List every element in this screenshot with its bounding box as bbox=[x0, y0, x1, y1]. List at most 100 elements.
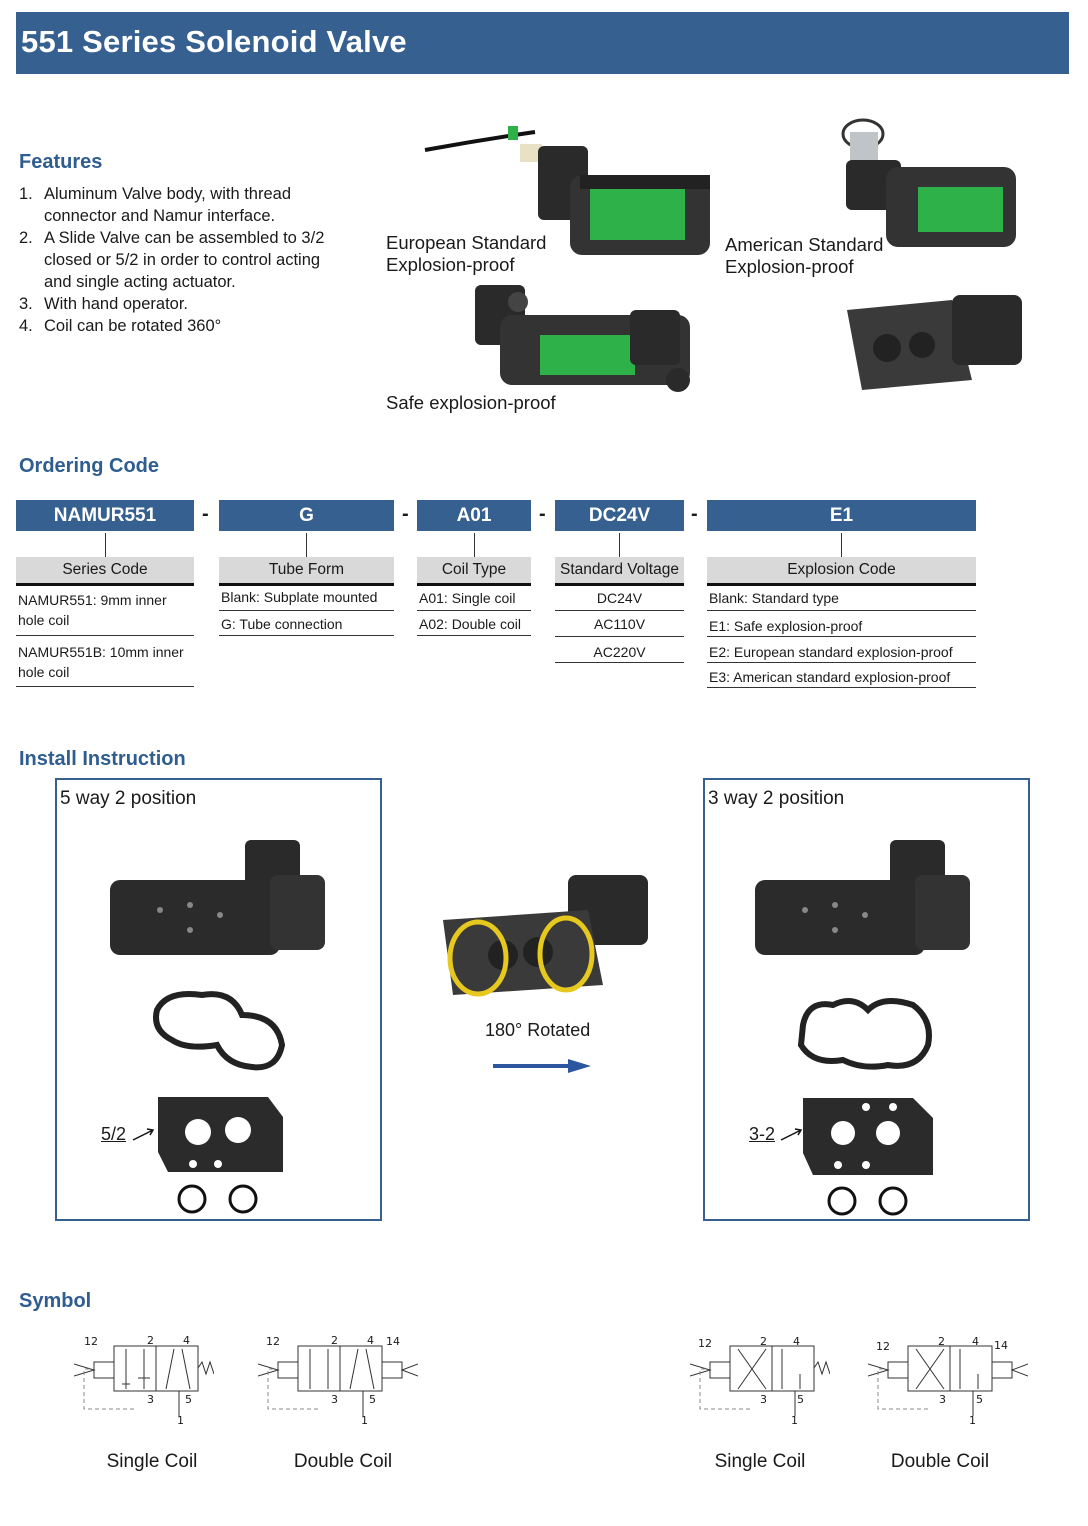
port-label: 2 bbox=[938, 1335, 945, 1348]
column-cell: Blank: Subplate mounted bbox=[219, 586, 394, 611]
code-tube: G bbox=[219, 500, 394, 531]
port-label: 12 bbox=[876, 1340, 890, 1353]
port-label: 2 bbox=[760, 1335, 767, 1348]
column-header: Tube Form bbox=[219, 557, 394, 586]
port-label: 5 bbox=[369, 1393, 376, 1406]
valve-underside-image bbox=[847, 295, 1022, 390]
code-explosion: E1 bbox=[707, 500, 976, 531]
tube-form-column: Tube Form Blank: Subplate mounted G: Tub… bbox=[219, 557, 394, 636]
port-label: 1 bbox=[969, 1414, 976, 1427]
symbol-caption: Single Coil bbox=[714, 1451, 806, 1472]
port-label: 1 bbox=[791, 1414, 798, 1427]
symbol-caption: Double Coil bbox=[890, 1451, 990, 1472]
features-heading: Features bbox=[19, 151, 103, 173]
column-cell: E2: European standard explosion-proof bbox=[707, 637, 976, 663]
code-separator: - bbox=[202, 503, 209, 525]
plate-label: 3-2 bbox=[749, 1124, 776, 1144]
port-label: 3 bbox=[331, 1393, 338, 1406]
port-label: 2 bbox=[147, 1334, 154, 1347]
code-series: NAMUR551 bbox=[16, 500, 194, 531]
code-separator: - bbox=[402, 503, 409, 525]
slide-plate-image bbox=[803, 1098, 933, 1175]
port-label: 5 bbox=[797, 1393, 804, 1406]
gasket-image bbox=[797, 998, 932, 1070]
column-cell: NAMUR551: 9mm inner hole coil bbox=[16, 586, 194, 636]
code-separator: - bbox=[691, 503, 698, 525]
title-bar: 551 Series Solenoid Valve bbox=[16, 12, 1069, 74]
column-cell: A01: Single coil bbox=[417, 586, 531, 611]
connector-line bbox=[619, 533, 620, 557]
valve-body-image bbox=[755, 840, 970, 955]
port-label: 14 bbox=[386, 1335, 400, 1348]
port-label: 12 bbox=[84, 1335, 98, 1348]
feature-item: 1.Aluminum Valve body, with thread conne… bbox=[19, 185, 292, 225]
safe-valve-image bbox=[475, 285, 690, 392]
panel-3-way: 3 way 2 position 3-2 bbox=[703, 778, 1030, 1221]
explosion-code-column: Explosion Code Blank: Standard type E1: … bbox=[707, 557, 976, 688]
o-rings-image bbox=[827, 1186, 908, 1216]
gasket-image bbox=[153, 991, 286, 1071]
port-label: 1 bbox=[361, 1414, 368, 1427]
rotated-caption: 180° Rotated bbox=[485, 1020, 591, 1040]
symbol-5-2-double-coil bbox=[258, 1345, 418, 1416]
symbol-caption: Single Coil bbox=[106, 1451, 198, 1472]
code-separator: - bbox=[539, 503, 546, 525]
rotated-valve-image bbox=[443, 875, 648, 997]
panel-title: 3 way 2 position bbox=[708, 788, 845, 809]
column-cell: AC220V bbox=[555, 637, 684, 663]
port-label: 12 bbox=[698, 1337, 712, 1350]
voltage-column: Standard Voltage DC24V AC110V AC220V bbox=[555, 557, 684, 663]
port-label: 4 bbox=[183, 1334, 190, 1347]
slide-plate-image bbox=[158, 1097, 283, 1172]
column-cell: G: Tube connection bbox=[219, 611, 394, 636]
column-header: Coil Type bbox=[417, 557, 531, 586]
column-cell: Blank: Standard type bbox=[707, 586, 976, 611]
connector-line bbox=[306, 533, 307, 557]
port-label: 14 bbox=[994, 1339, 1008, 1352]
port-label: 4 bbox=[972, 1335, 979, 1348]
install-heading: Install Instruction bbox=[19, 748, 186, 770]
right-arrow-icon bbox=[493, 1059, 591, 1073]
port-label: 12 bbox=[266, 1335, 280, 1348]
connector-line bbox=[841, 533, 842, 557]
symbol-3-2-double-coil bbox=[868, 1345, 1028, 1416]
port-label: 3 bbox=[939, 1393, 946, 1406]
feature-item: 4.Coil can be rotated 360° bbox=[19, 317, 222, 335]
code-coil: A01 bbox=[417, 500, 531, 531]
feature-item: 2.A Slide Valve can be assembled to 3/2 … bbox=[19, 229, 325, 291]
series-code-column: Series Code NAMUR551: 9mm inner hole coi… bbox=[16, 557, 194, 687]
american-caption: American Standard Explosion-proof bbox=[725, 234, 884, 277]
port-label: 5 bbox=[185, 1393, 192, 1406]
pointer-arrow-icon bbox=[780, 1128, 803, 1141]
american-valve-image bbox=[841, 118, 1016, 247]
european-valve-image bbox=[424, 126, 710, 255]
column-header: Explosion Code bbox=[707, 557, 976, 586]
port-label: 3 bbox=[147, 1393, 154, 1406]
column-cell: NAMUR551B: 10mm inner hole coil bbox=[16, 636, 194, 687]
european-caption: European Standard Explosion-proof bbox=[386, 232, 547, 275]
safe-caption: Safe explosion-proof bbox=[386, 392, 556, 413]
column-cell: AC110V bbox=[555, 611, 684, 637]
connector-line bbox=[105, 533, 106, 557]
symbol-heading: Symbol bbox=[19, 1290, 92, 1312]
port-label: 1 bbox=[177, 1414, 184, 1427]
port-label: 4 bbox=[367, 1334, 374, 1347]
code-voltage: DC24V bbox=[555, 500, 684, 531]
panel-5-way: 5 way 2 position 5/2 bbox=[55, 778, 382, 1221]
column-header: Series Code bbox=[16, 557, 194, 586]
o-rings-image bbox=[177, 1184, 258, 1214]
port-label: 4 bbox=[793, 1335, 800, 1348]
column-cell: DC24V bbox=[555, 586, 684, 611]
page-title: 551 Series Solenoid Valve bbox=[21, 24, 407, 59]
valve-body-image bbox=[110, 840, 325, 955]
port-label: 5 bbox=[976, 1393, 983, 1406]
symbol-caption: Double Coil bbox=[293, 1451, 393, 1472]
column-cell: E3: American standard explosion-proof bbox=[707, 663, 976, 688]
plate-label: 5/2 bbox=[101, 1124, 127, 1144]
port-label: 2 bbox=[331, 1334, 338, 1347]
column-cell: A02: Double coil bbox=[417, 611, 531, 636]
feature-item: 3.With hand operator. bbox=[19, 295, 189, 313]
pointer-arrow-icon bbox=[132, 1128, 155, 1141]
panel-title: 5 way 2 position bbox=[60, 788, 197, 809]
ordering-heading: Ordering Code bbox=[19, 455, 160, 477]
